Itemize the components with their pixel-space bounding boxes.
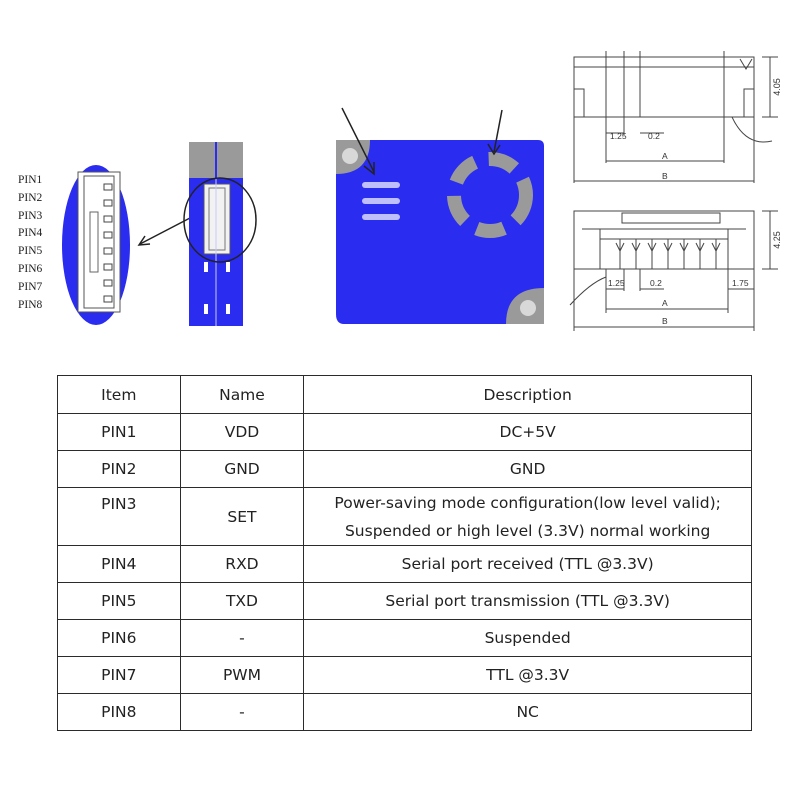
cell-description: Power-saving mode configuration(low leve…: [303, 487, 752, 546]
table-row: PIN3 SET Power-saving mode configuration…: [57, 487, 752, 546]
table-header-row: Item Name Description: [57, 375, 752, 414]
dim-side-bottom: 1.75: [732, 278, 749, 288]
table-row: PIN6 - Suspended: [57, 619, 752, 657]
table-row: PIN8 - NC: [57, 693, 752, 731]
cell-description: Suspended: [303, 619, 752, 657]
cell-item: PIN7: [57, 656, 181, 694]
cell-name: PWM: [179, 656, 305, 694]
dim-a-bottom: A: [662, 298, 668, 308]
cell-item: PIN2: [57, 450, 181, 488]
dim-pitch-top: 1.25: [610, 131, 627, 141]
header-item: Item: [57, 375, 181, 414]
dim-height-top: 4.05: [772, 78, 782, 96]
cell-description: TTL @3.3V: [303, 656, 752, 694]
cell-item-text: PIN3: [101, 494, 137, 513]
dim-b-top: B: [662, 171, 668, 181]
pin-label-list: PIN1 PIN2 PIN3 PIN4 PIN5 PIN6 PIN7 PIN8: [18, 172, 58, 314]
table-row: PIN7 PWM TTL @3.3V: [57, 656, 752, 694]
dim-gap-top: 0.2: [648, 131, 660, 141]
cell-description: DC+5V: [303, 413, 752, 451]
module-top-view: [336, 107, 544, 324]
dim-height-bottom: 4.25: [772, 231, 782, 249]
pin-label: PIN1: [18, 174, 43, 186]
dim-a-top: A: [662, 151, 668, 161]
cell-item: PIN5: [57, 582, 181, 620]
cell-item: PIN1: [57, 413, 181, 451]
cell-item: PIN3: [57, 487, 181, 546]
table-row: PIN2 GND GND: [57, 450, 752, 488]
pin-label: PIN6: [18, 262, 43, 275]
cell-description: GND: [303, 450, 752, 488]
pin-label: PIN2: [18, 191, 43, 204]
cell-description: Serial port transmission (TTL @3.3V): [303, 582, 752, 620]
cell-item: PIN8: [57, 693, 181, 731]
cell-name: -: [179, 619, 305, 657]
header-description: Description: [303, 375, 752, 414]
connector-zoom-illustration: [62, 165, 130, 325]
cell-item: PIN6: [57, 619, 181, 657]
table-row: PIN4 RXD Serial port received (TTL @3.3V…: [57, 545, 752, 583]
cell-description: NC: [303, 693, 752, 731]
cell-description: Serial port received (TTL @3.3V): [303, 545, 752, 583]
header-name: Name: [179, 375, 305, 414]
cell-name: GND: [179, 450, 305, 488]
pin-label: PIN3: [18, 209, 43, 222]
dim-b-bottom: B: [662, 316, 668, 326]
connector-dimension-drawing: 4.05 1.25 0.2 A B 4.25 1.25 0.2 1.75 A B: [569, 51, 782, 331]
dim-gap-bottom: 0.2: [650, 278, 662, 288]
pin-description-table: Item Name Description PIN1 VDD DC+5V PIN…: [57, 375, 752, 731]
table-row: PIN5 TXD Serial port transmission (TTL @…: [57, 582, 752, 620]
cell-name: RXD: [179, 545, 305, 583]
table-row: PIN1 VDD DC+5V: [57, 413, 752, 451]
pin-label: PIN7: [18, 280, 43, 293]
cell-name: TXD: [179, 582, 305, 620]
pin-label: PIN4: [18, 227, 43, 240]
pin-label: PIN5: [18, 245, 43, 258]
description-line: Power-saving mode configuration(low leve…: [334, 493, 721, 512]
cell-name: SET: [179, 487, 305, 546]
module-side-view: [183, 142, 257, 326]
cell-name: VDD: [179, 413, 305, 451]
description-line: Suspended or high level (3.3V) normal wo…: [344, 521, 711, 540]
cell-name: -: [179, 693, 305, 731]
zoom-arrow: [137, 217, 191, 246]
cell-item: PIN4: [57, 545, 181, 583]
pin-label: PIN8: [18, 298, 43, 311]
dim-pitch-bottom: 1.25: [608, 278, 625, 288]
